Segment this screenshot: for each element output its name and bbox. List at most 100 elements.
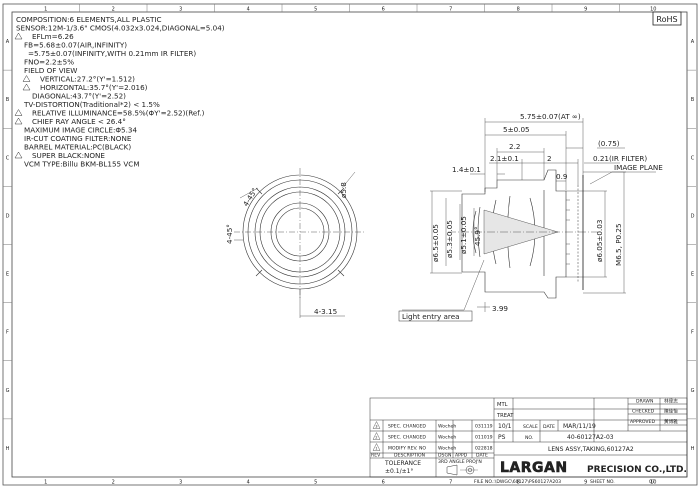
dim-0-21: 0.21(IR FILTER) xyxy=(593,154,647,163)
revision-triangle-icon xyxy=(14,109,23,116)
tolerance-label: TOLERANCE xyxy=(384,460,421,467)
front-dim-4-315: 4-3.15 xyxy=(314,307,337,316)
rev-col-appd: APPD xyxy=(455,453,468,459)
zone-number-bottom: 6 xyxy=(382,480,385,486)
title-block xyxy=(369,397,688,478)
zone-letter: E xyxy=(691,272,694,278)
zone-number-top: 1 xyxy=(44,7,47,13)
rev-col-dsgn: DSGN xyxy=(438,453,451,459)
zone-letter: B xyxy=(691,97,695,103)
zone-number-top: 7 xyxy=(449,7,452,13)
spec-line: SENSOR:12M-1/3.6" CMOS(4.032x3.024,DIAGO… xyxy=(16,24,225,33)
spec-line: DIAGONAL:43.7°(Y'=2.52) xyxy=(32,92,126,101)
front-notch xyxy=(337,187,345,195)
lens-element xyxy=(472,210,477,254)
zone-number-bottom: 9 xyxy=(584,480,587,486)
dia-5-1: ø5.1±0.05 xyxy=(459,216,468,254)
angle-45-9: 45.9° xyxy=(473,226,482,246)
zone-letter: F xyxy=(691,330,694,336)
spec-line: RELATIVE ILLUMINANCE=58.5%(ΦY'=2.52)(Ref… xyxy=(32,109,205,118)
front-notch xyxy=(337,269,345,277)
third-angle-symbol xyxy=(446,464,478,476)
dim-0-9: 0.9 xyxy=(556,172,568,181)
part-name: LENS ASSY,TAKING,60127A2 xyxy=(548,446,634,453)
revision-triangle-icon xyxy=(14,32,23,40)
rev-designer: Wocheh xyxy=(438,424,456,430)
zone-letter: A xyxy=(6,39,10,45)
zone-number-bottom: 4 xyxy=(247,480,250,486)
front-notch xyxy=(255,187,263,195)
rev-mark: 1 xyxy=(375,447,377,451)
dim-5: 5±0.05 xyxy=(503,125,530,134)
date-value: MAR/11/19 xyxy=(563,423,596,430)
largan-logo: LARGAN xyxy=(500,460,568,476)
revision-triangle-icon xyxy=(14,117,23,125)
front-dim-4-45-b: 4-45° xyxy=(225,224,234,244)
image-plane-label: IMAGE PLANE xyxy=(614,163,663,172)
zone-number-top: 4 xyxy=(247,7,250,13)
front-dim-phi58: ø5.8 xyxy=(339,182,348,198)
rev-col-date: DATE xyxy=(476,453,488,459)
dim-2-2: 2.2 xyxy=(509,142,520,151)
sheet-number-value: 07 xyxy=(649,479,655,485)
dia-5-3: ø5.3±0.05 xyxy=(445,220,454,258)
zone-letter: F xyxy=(6,330,9,336)
leader-4-45-a xyxy=(239,187,259,199)
rev-date: 022818 xyxy=(475,446,493,452)
spec-line: FB=5.68±0.07(AIR,INFINITY) xyxy=(24,41,127,50)
dim-3-99: 3.99 xyxy=(492,304,508,313)
sheet-number-label: SHEET NO. xyxy=(590,479,615,485)
rohs-badge xyxy=(652,11,682,26)
spec-line: EFLm=6.26 xyxy=(32,32,74,41)
revision-triangle-icon xyxy=(22,83,31,91)
date-label: DATE xyxy=(543,424,555,430)
tolerance-value: ±0.1/±1° xyxy=(385,468,413,475)
zone-letter: E xyxy=(6,272,9,278)
spec-line: COMPOSITION:6 ELEMENTS,ALL PLASTIC xyxy=(16,15,162,24)
spec-line: CHIEF RAY ANGLE < 26.4° xyxy=(32,117,126,126)
revision-triangle-icon xyxy=(22,75,31,82)
rev-date: 011019 xyxy=(475,435,493,441)
light-entry-label: Light entry area xyxy=(402,312,460,321)
zone-letter: D xyxy=(691,213,695,219)
light-entry-box xyxy=(398,310,473,322)
zone-letter: D xyxy=(6,213,10,219)
zone-number-top: 8 xyxy=(517,7,520,13)
rev-mark: 3 xyxy=(375,425,377,429)
file-number: FILE NO.:\DWGC\60127\PS60127A203 xyxy=(474,479,561,485)
spec-list: COMPOSITION:6 ELEMENTS,ALL PLASTICSENSOR… xyxy=(14,15,225,169)
no-label: NO. xyxy=(525,435,533,441)
dim-2-1: 2.1±0.1 xyxy=(490,154,519,163)
zone-number-top: 9 xyxy=(584,7,587,13)
rev-col-rev: REV xyxy=(371,453,381,459)
dia-6-5: ø6.5±0.05 xyxy=(431,224,440,262)
dia-6-05: ø6.05±0.03 xyxy=(595,220,604,262)
rev-description: SPEC. CHANGED xyxy=(388,435,426,441)
front-notch xyxy=(255,269,263,277)
spec-line: VERTICAL:27.2°(Y'=1.512) xyxy=(40,75,135,84)
zone-number-top: 2 xyxy=(112,7,115,13)
zone-number-top: 10 xyxy=(650,7,656,13)
approved-label: APPROVED xyxy=(630,419,655,425)
approved-value: 黃博雅 xyxy=(664,418,678,425)
scale-label: SCALE xyxy=(523,424,538,430)
zone-number-bottom: 2 xyxy=(112,480,115,486)
drawn-label: DRAWN xyxy=(636,399,653,405)
drawn-value: 林偉志 xyxy=(664,398,678,405)
company-name: PRECISION CO.,LTD. xyxy=(587,465,687,475)
rev-mark: 2 xyxy=(375,436,377,440)
spec-line: FNO=2.2±5% xyxy=(24,58,74,67)
spec-line: FIELD OF VIEW xyxy=(24,66,77,75)
treat-label: TREAT xyxy=(496,413,514,419)
zone-number-bottom: 10 xyxy=(650,480,656,486)
dim-2: 2 xyxy=(547,154,552,163)
zone-letter: H xyxy=(6,446,10,452)
revision-triangle-icon xyxy=(372,443,381,451)
scale-value: 10/1 xyxy=(498,423,512,430)
spec-line: IR-CUT COATING FILTER:NONE xyxy=(24,134,132,143)
revision-triangle-icon xyxy=(372,432,381,440)
zone-letter: H xyxy=(691,446,695,452)
zone-number-bottom: 5 xyxy=(314,480,317,486)
zone-letter: G xyxy=(6,388,10,394)
zone-letter: B xyxy=(6,97,10,103)
